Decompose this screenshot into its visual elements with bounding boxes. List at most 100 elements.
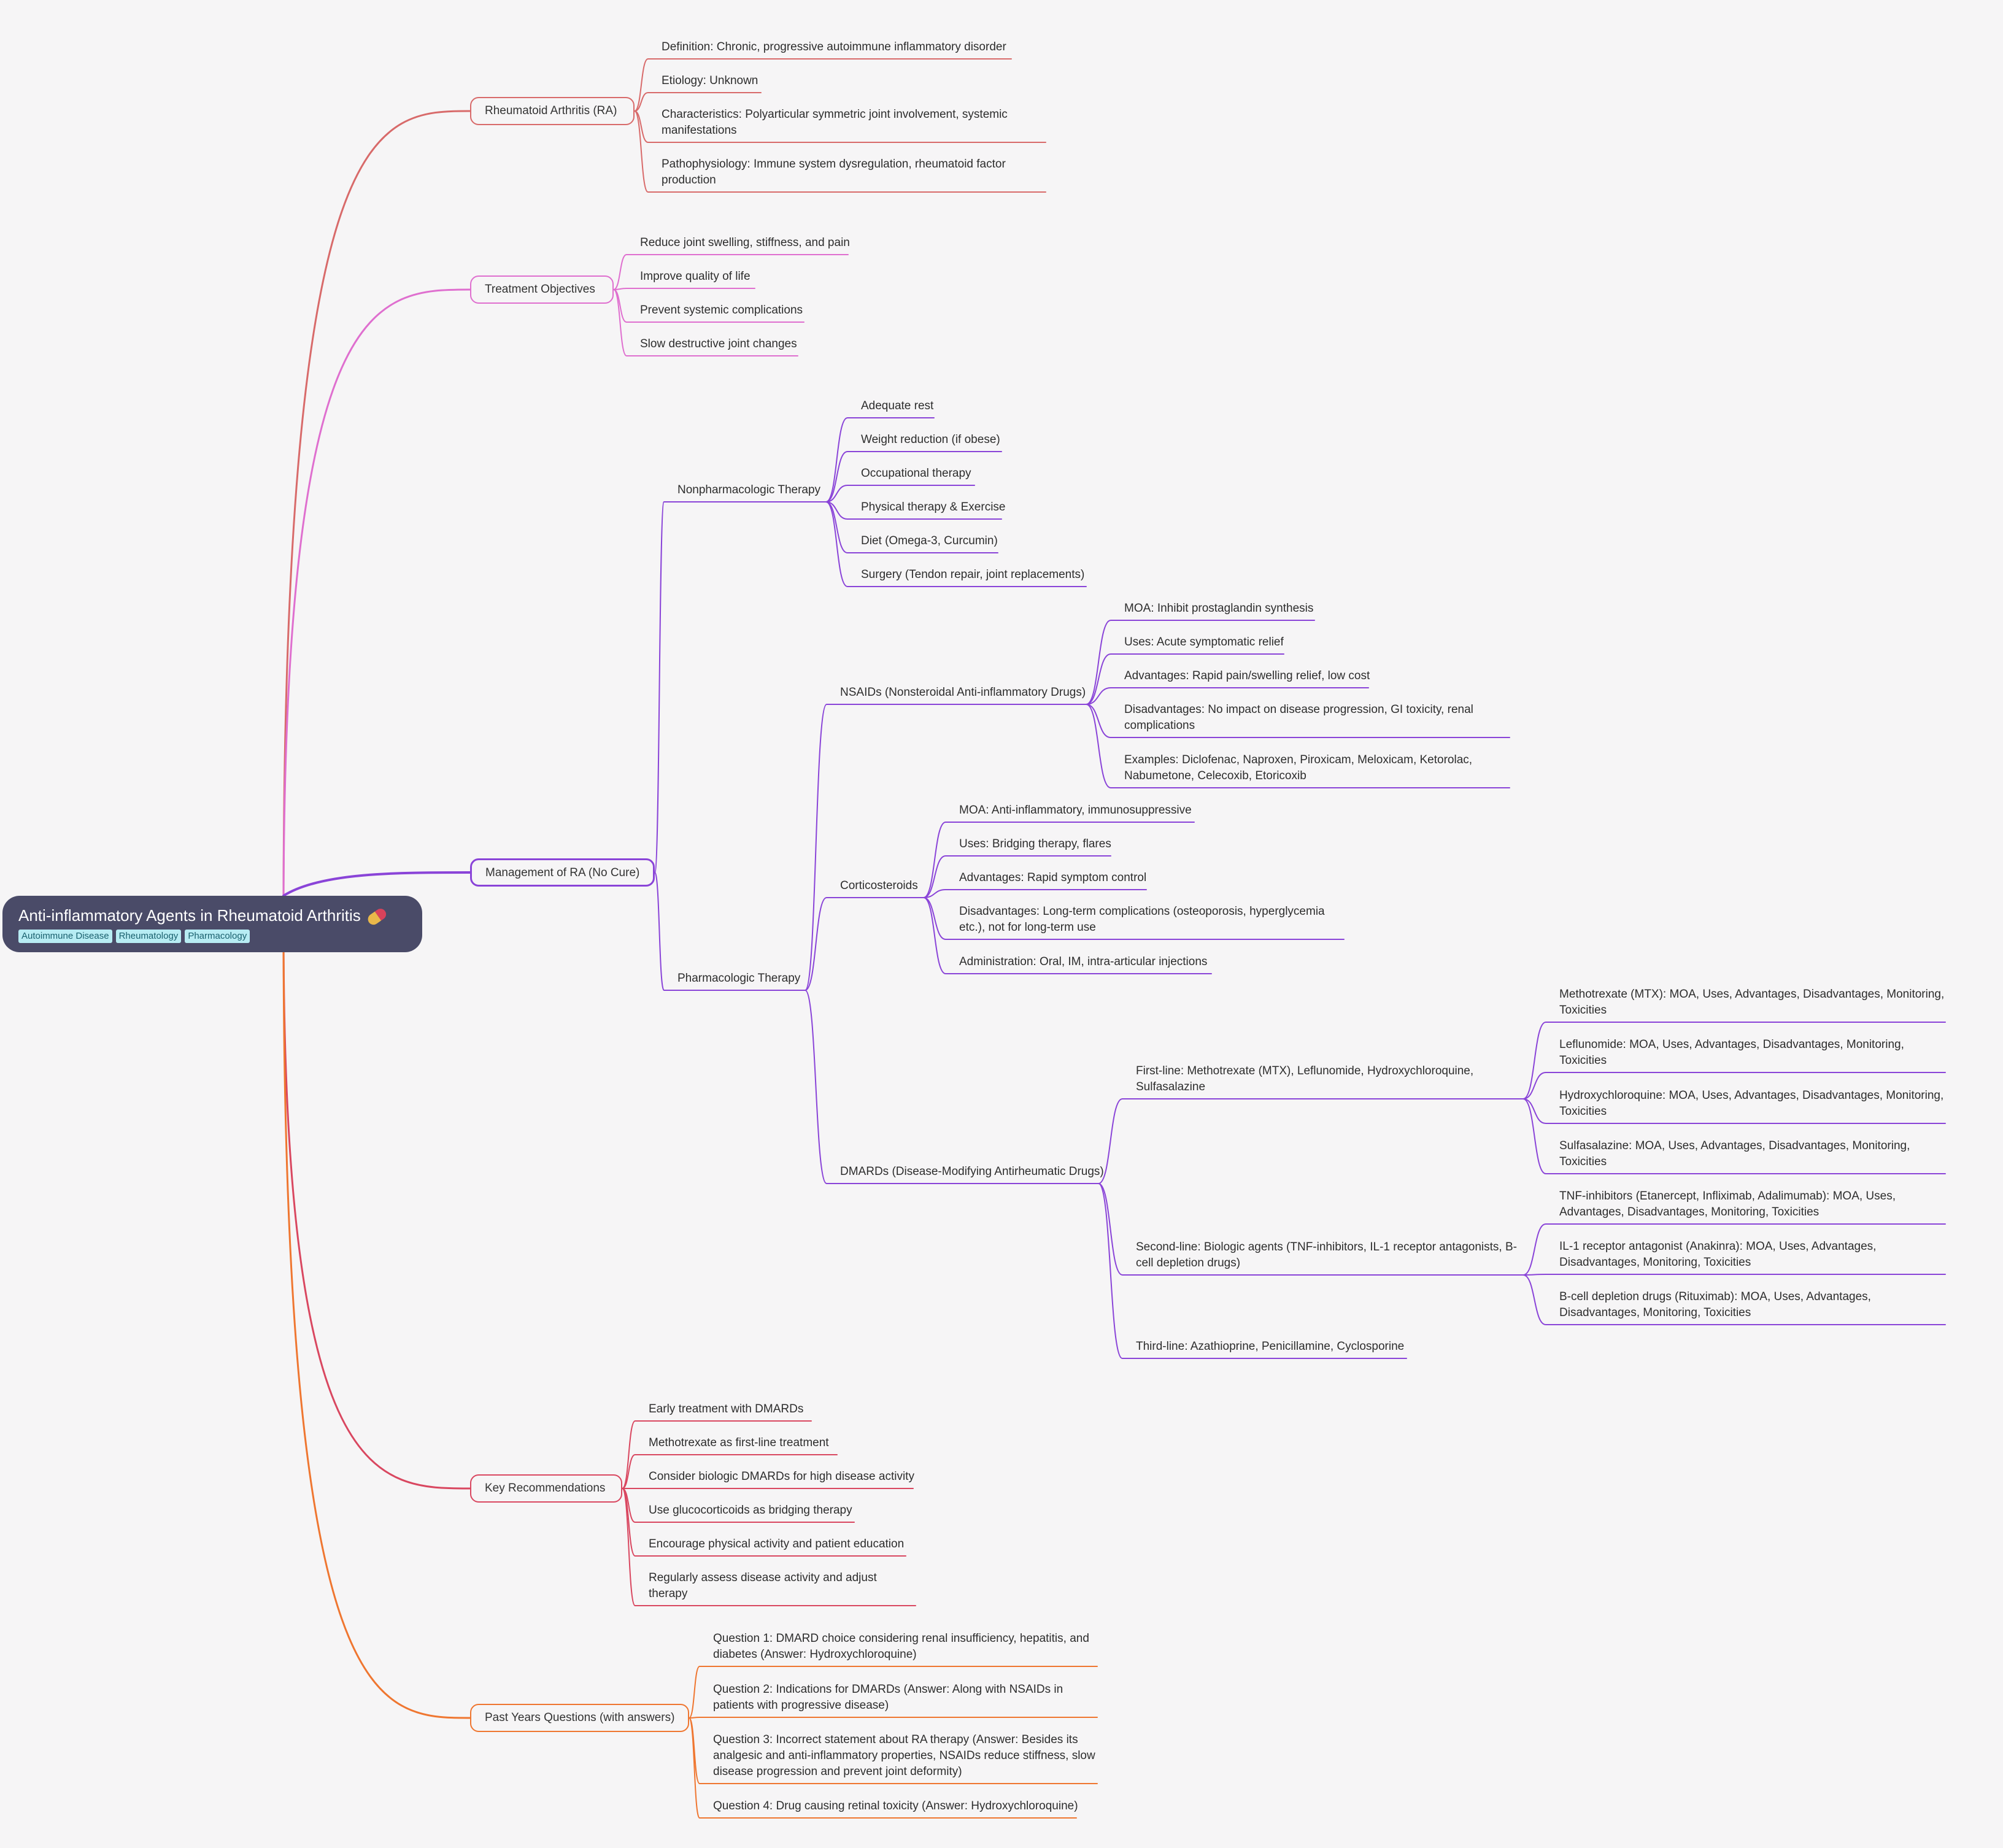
edge-first-line-hydroxychloroquine (1523, 1098, 1946, 1124)
root-title-row: Anti-inflammatory Agents in Rheumatoid A… (18, 903, 422, 928)
first-line-leflunomide[interactable]: Leflunomide: MOA, Uses, Advantages, Disa… (1559, 1038, 1904, 1067)
first-line-sulfasalazine[interactable]: Sulfasalazine: MOA, Uses, Advantages, Di… (1559, 1139, 1910, 1168)
edge-branch-management-of-ra (282, 871, 471, 897)
edge-branch-key-recommendations (282, 919, 471, 1490)
nsaids-advantages[interactable]: Advantages: Rapid pain/swelling relief, … (1124, 669, 1370, 682)
recommendation-glucocorticoids[interactable]: Use glucocorticoids as bridging therapy (649, 1504, 852, 1517)
edge-nsaids-advantages (1086, 687, 1369, 705)
nonpharm-weight-reduction[interactable]: Weight reduction (if obese) (861, 433, 1000, 446)
cortico-disadvantages[interactable]: Disadvantages: Long-term complications (… (959, 905, 1325, 934)
ra-definition[interactable]: Definition: Chronic, progressive autoimm… (662, 40, 1006, 53)
edge-dmards-first-line (1098, 1098, 1524, 1184)
nonpharm-occupational-therapy[interactable]: Occupational therapy (861, 467, 971, 480)
objective-slow-joint-changes[interactable]: Slow destructive joint changes (640, 337, 797, 350)
second-line-il1-antagonist[interactable]: IL-1 receptor antagonist (Anakinra): MOA… (1559, 1240, 1877, 1269)
edge-recommendation-methotrexate (622, 1454, 838, 1489)
second-line-b-cell-depletion[interactable]: B-cell depletion drugs (Rituximab): MOA,… (1559, 1290, 1871, 1319)
branch-rheumatoid-arthritis[interactable]: Rheumatoid Arthritis (RA) (470, 97, 635, 125)
cortico-moa[interactable]: MOA: Anti-inflammatory, immunosuppressiv… (959, 804, 1192, 817)
first-line-methotrexate[interactable]: Methotrexate (MTX): MOA, Uses, Advantage… (1559, 988, 1945, 1017)
nsaids-moa[interactable]: MOA: Inhibit prostaglandin synthesis (1124, 602, 1314, 615)
branch-key-recommendations[interactable]: Key Recommendations (470, 1474, 622, 1503)
nonpharm-physical-therapy[interactable]: Physical therapy & Exercise (861, 501, 1006, 514)
question-2[interactable]: Question 2: Indications for DMARDs (Answ… (713, 1683, 1063, 1712)
nsaids-examples[interactable]: Examples: Diclofenac, Naproxen, Piroxica… (1124, 753, 1473, 782)
edge-second-line-tnf-inhibitors (1523, 1223, 1946, 1276)
recommendation-early-treatment[interactable]: Early treatment with DMARDs (649, 1403, 804, 1415)
dmards-third-line[interactable]: Third-line: Azathioprine, Penicillamine,… (1136, 1340, 1405, 1353)
tag-rheumatology: Rheumatology (115, 930, 182, 943)
edge-second-line-il1-antagonist (1523, 1274, 1946, 1276)
branch-past-years-questions[interactable]: Past Years Questions (with answers) (470, 1704, 690, 1732)
edge-corticosteroids (805, 897, 924, 991)
objective-prevent-complications[interactable]: Prevent systemic complications (640, 304, 803, 317)
root-node[interactable]: Anti-inflammatory Agents in Rheumatoid A… (2, 896, 422, 952)
edge-cortico-administration (923, 897, 1212, 974)
recommendation-physical-activity[interactable]: Encourage physical activity and patient … (649, 1538, 905, 1550)
dmards[interactable]: DMARDs (Disease-Modifying Antirheumatic … (840, 1165, 1104, 1178)
question-1[interactable]: Question 1: DMARD choice considering ren… (713, 1632, 1089, 1661)
objective-reduce-swelling[interactable]: Reduce joint swelling, stiffness, and pa… (640, 236, 850, 249)
edge-objective-slow-joint-changes (613, 289, 798, 356)
nonpharmacologic-therapy[interactable]: Nonpharmacologic Therapy (677, 483, 821, 496)
tag-autoimmune-disease: Autoimmune Disease (18, 930, 112, 943)
recommendation-assess-activity[interactable]: Regularly assess disease activity and ad… (649, 1571, 877, 1600)
nonpharm-diet[interactable]: Diet (Omega-3, Curcumin) (861, 534, 998, 547)
pill-icon (365, 906, 388, 927)
edge-nonpharm-weight-reduction (825, 451, 1002, 502)
nsaids-uses[interactable]: Uses: Acute symptomatic relief (1124, 636, 1284, 649)
edge-nonpharm-surgery (825, 501, 1087, 587)
recommendation-biologic-dmards[interactable]: Consider biologic DMARDs for high diseas… (649, 1470, 914, 1483)
edge-nonpharm-physical-therapy (825, 501, 1002, 520)
dmards-first-line[interactable]: First-line: Methotrexate (MTX), Leflunom… (1136, 1065, 1474, 1093)
edge-objective-quality-of-life (613, 288, 755, 290)
branch-treatment-objectives[interactable]: Treatment Objectives (470, 275, 614, 304)
edge-nonpharm-occupational-therapy (825, 485, 975, 502)
edge-recommendation-assess-activity (622, 1488, 916, 1606)
edge-cortico-uses (923, 855, 1111, 898)
edge-recommendation-early-treatment (622, 1420, 812, 1489)
edge-second-line-b-cell-depletion (1523, 1274, 1946, 1325)
question-3[interactable]: Question 3: Incorrect statement about RA… (713, 1733, 1095, 1778)
nonpharm-adequate-rest[interactable]: Adequate rest (861, 399, 934, 412)
edge-cortico-moa (923, 822, 1195, 898)
edge-dmards-second-line (1098, 1183, 1524, 1276)
second-line-tnf-inhibitors[interactable]: TNF-inhibitors (Etanercept, Infliximab, … (1559, 1190, 1896, 1219)
branch-management-of-ra[interactable]: Management of RA (No Cure) (470, 858, 655, 887)
ra-etiology[interactable]: Etiology: Unknown (662, 74, 758, 87)
pharmacologic-therapy[interactable]: Pharmacologic Therapy (677, 972, 801, 985)
edge-question-1 (689, 1666, 1098, 1719)
nsaids-disadvantages[interactable]: Disadvantages: No impact on disease prog… (1124, 703, 1473, 732)
edge-ra-definition (634, 58, 1012, 112)
edge-ra-etiology (634, 92, 762, 112)
nonpharm-surgery[interactable]: Surgery (Tendon repair, joint replacemen… (861, 568, 1085, 581)
first-line-hydroxychloroquine[interactable]: Hydroxychloroquine: MOA, Uses, Advantage… (1559, 1089, 1944, 1118)
edge-cortico-advantages (923, 889, 1147, 898)
edge-branch-past-years-questions (282, 919, 471, 1719)
corticosteroids[interactable]: Corticosteroids (840, 879, 918, 892)
edge-nsaids-disadvantages (1086, 704, 1510, 738)
cortico-advantages[interactable]: Advantages: Rapid symptom control (959, 871, 1147, 884)
recommendation-methotrexate[interactable]: Methotrexate as first-line treatment (649, 1436, 829, 1449)
question-4[interactable]: Question 4: Drug causing retinal toxicit… (713, 1800, 1078, 1812)
tag-pharmacology: Pharmacology (185, 930, 250, 943)
edge-ra-pathophysiology (634, 110, 1046, 193)
nsaids[interactable]: NSAIDs (Nonsteroidal Anti-inflammatory D… (840, 686, 1086, 699)
edge-question-4 (689, 1717, 1077, 1819)
edge-nonpharm-adequate-rest (825, 417, 935, 502)
edge-nsaids-uses (1086, 653, 1284, 705)
cortico-uses[interactable]: Uses: Bridging therapy, flares (959, 837, 1111, 850)
objective-quality-of-life[interactable]: Improve quality of life (640, 270, 751, 283)
ra-characteristics[interactable]: Characteristics: Polyarticular symmetric… (662, 108, 1008, 137)
edge-branch-treatment-objectives (282, 288, 471, 922)
edge-first-line-methotrexate (1523, 1022, 1946, 1099)
edge-ra-characteristics (634, 110, 1046, 143)
root-title: Anti-inflammatory Agents in Rheumatoid A… (18, 906, 361, 925)
edge-question-2 (689, 1717, 1098, 1719)
edge-objective-reduce-swelling (613, 254, 849, 290)
cortico-administration[interactable]: Administration: Oral, IM, intra-articula… (959, 955, 1208, 968)
ra-pathophysiology[interactable]: Pathophysiology: Immune system dysregula… (662, 158, 1006, 187)
dmards-second-line[interactable]: Second-line: Biologic agents (TNF-inhibi… (1136, 1241, 1517, 1269)
